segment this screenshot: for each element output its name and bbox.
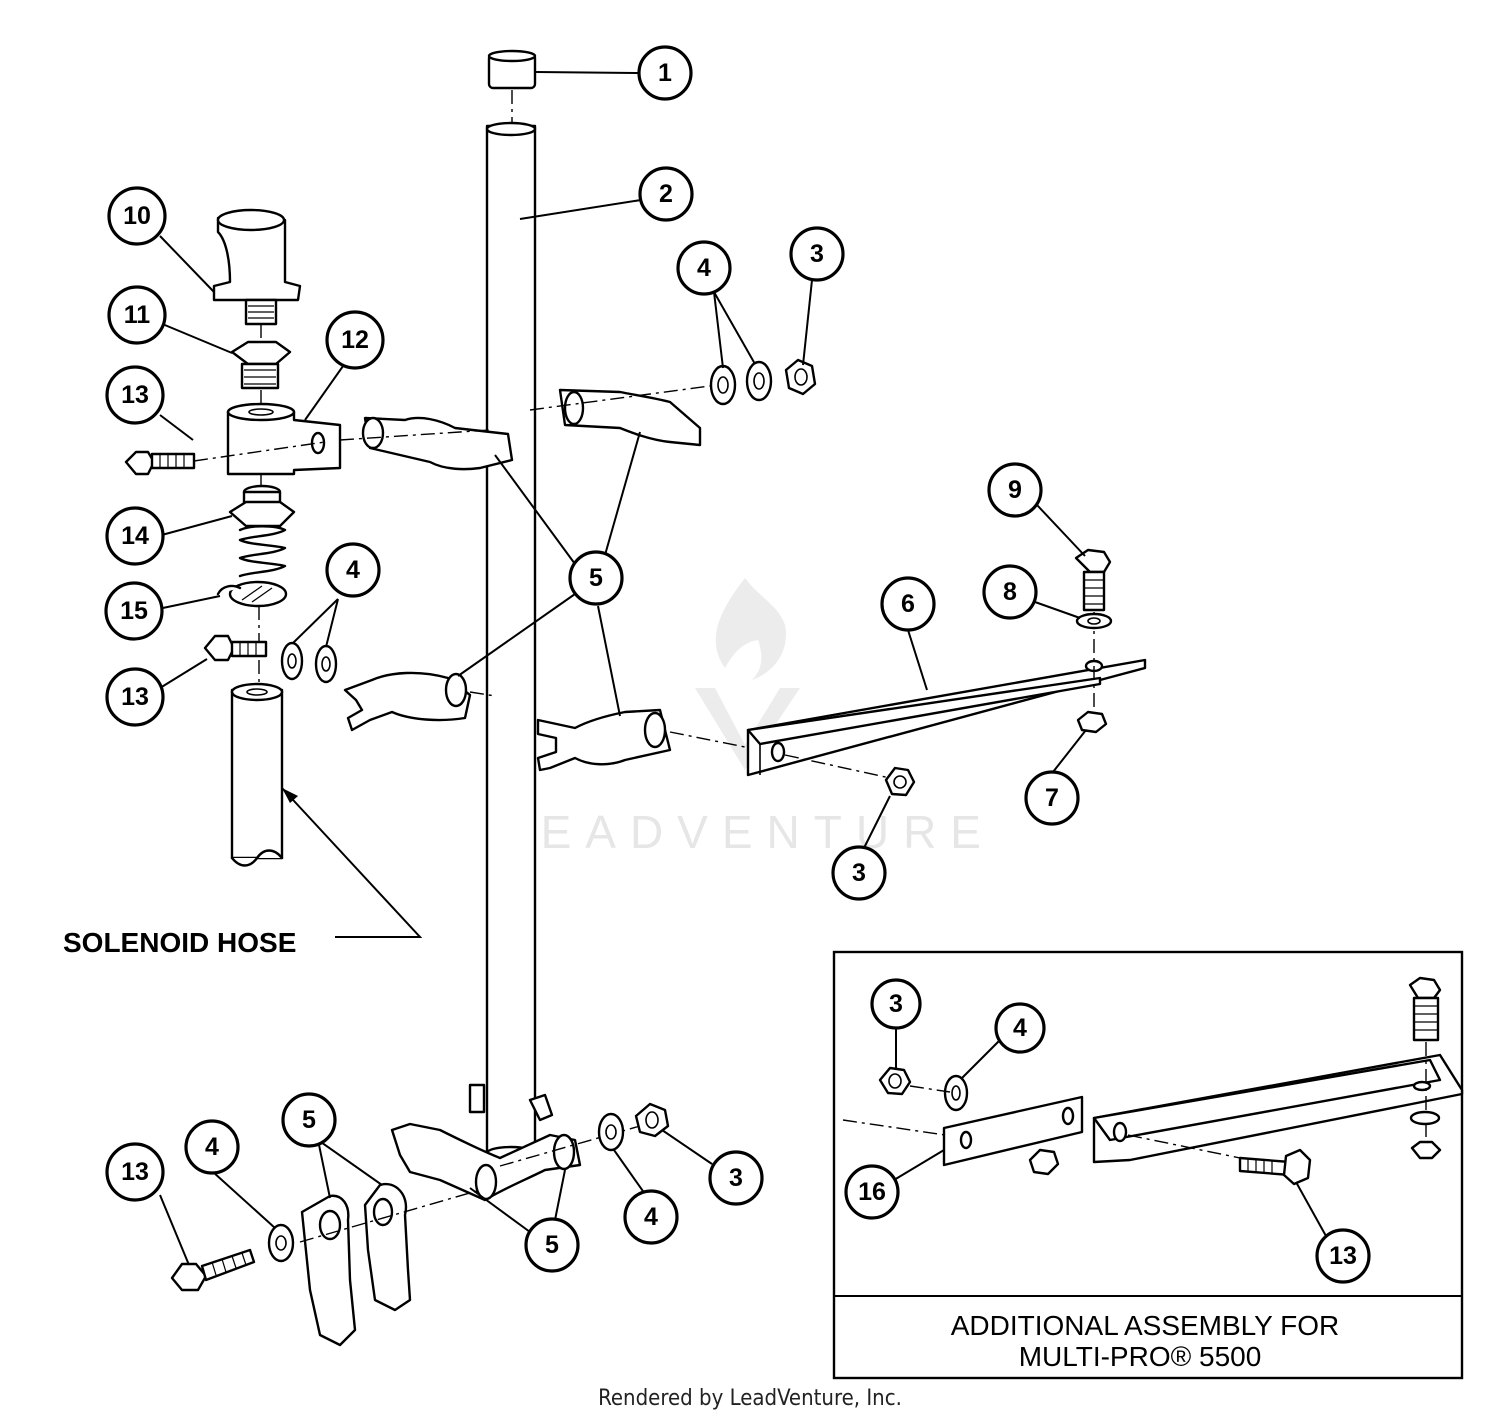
watermark-v-icon <box>695 688 800 770</box>
callout-11: 11 <box>107 285 167 345</box>
svg-text:1: 1 <box>658 59 672 87</box>
callout-13-bottom: 13 <box>105 1142 165 1202</box>
svg-text:13: 13 <box>121 1158 149 1186</box>
callout-4-bottom-left: 4 <box>184 1119 240 1175</box>
svg-text:12: 12 <box>341 326 369 354</box>
svg-text:3: 3 <box>889 990 903 1018</box>
svg-text:5: 5 <box>302 1106 316 1134</box>
svg-text:4: 4 <box>644 1203 658 1231</box>
svg-text:8: 8 <box>1003 578 1017 606</box>
svg-text:4: 4 <box>346 556 360 584</box>
leader-lines <box>157 71 1087 1266</box>
callout-13-upper: 13 <box>105 365 165 425</box>
svg-text:5: 5 <box>545 1231 559 1259</box>
footer-credit: Rendered by LeadVenture, Inc. <box>598 1386 902 1411</box>
callout-1: 1 <box>637 45 693 101</box>
mid-left-hardware <box>280 641 496 732</box>
callout-10: 10 <box>107 186 167 246</box>
svg-text:10: 10 <box>123 202 151 230</box>
callout-4-bottom-right: 4 <box>623 1189 679 1245</box>
bottom-assembly <box>170 1083 670 1347</box>
svg-text:3: 3 <box>729 1164 743 1192</box>
inset-caption-line1: ADDITIONAL ASSEMBLY FOR <box>951 1310 1339 1341</box>
callout-3-mid: 3 <box>831 845 887 901</box>
inset-caption-line2: MULTI-PRO® 5500 <box>1019 1341 1262 1372</box>
svg-text:4: 4 <box>205 1133 219 1161</box>
watermark-text: LEADVENTURE <box>501 806 995 858</box>
mid-right-clamp-and-bar <box>536 548 1147 797</box>
callout-9: 9 <box>987 462 1043 518</box>
upper-hardware <box>709 358 817 406</box>
callout-4-mid: 4 <box>325 542 381 598</box>
svg-text:7: 7 <box>1045 784 1059 812</box>
inset-box: 3 4 16 13 ADDITIONAL ASSEMBLY FOR MULTI-… <box>832 950 1464 1380</box>
solenoid-hose-label: SOLENOID HOSE <box>63 927 296 958</box>
callout-5-mid: 5 <box>568 550 624 606</box>
callout-13-mid: 13 <box>105 667 165 727</box>
svg-text:13: 13 <box>1329 1242 1357 1270</box>
svg-text:11: 11 <box>124 301 151 329</box>
inset-callout-4: 4 <box>994 1002 1046 1054</box>
watermark-flame-icon <box>715 578 786 680</box>
callout-5-bottom-left: 5 <box>281 1092 337 1148</box>
callout-15: 15 <box>104 581 164 641</box>
callout-2: 2 <box>638 166 694 222</box>
svg-text:2: 2 <box>659 180 673 208</box>
callout-14: 14 <box>105 506 165 566</box>
svg-text:16: 16 <box>858 1178 886 1206</box>
callout-3-bottom: 3 <box>708 1150 764 1206</box>
callout-12: 12 <box>325 310 385 370</box>
cap <box>487 49 537 122</box>
svg-text:5: 5 <box>589 564 603 592</box>
svg-text:13: 13 <box>121 381 149 409</box>
watermark: LEADVENTURE <box>501 578 995 858</box>
svg-text:9: 9 <box>1008 476 1022 504</box>
svg-text:15: 15 <box>120 597 148 625</box>
inset-callout-3: 3 <box>870 978 922 1030</box>
inset-callout-13: 13 <box>1315 1228 1371 1284</box>
solenoid-stack <box>124 208 342 867</box>
svg-text:3: 3 <box>852 859 866 887</box>
callout-7: 7 <box>1024 770 1080 826</box>
svg-text:3: 3 <box>810 240 824 268</box>
svg-text:14: 14 <box>121 522 149 550</box>
svg-text:4: 4 <box>1013 1014 1027 1042</box>
upper-clamps <box>339 385 711 471</box>
inset-callout-16: 16 <box>844 1164 900 1220</box>
svg-text:6: 6 <box>901 590 915 618</box>
svg-text:13: 13 <box>121 683 149 711</box>
callout-4-upper: 4 <box>676 240 732 296</box>
callout-8: 8 <box>982 564 1038 620</box>
callout-3-upper: 3 <box>789 226 845 282</box>
svg-text:4: 4 <box>697 254 711 282</box>
pole <box>485 121 537 1161</box>
callout-5-bottom-right: 5 <box>524 1217 580 1273</box>
callout-6: 6 <box>880 576 936 632</box>
callouts: 1 2 3 4 10 11 12 13 14 15 13 4 5 6 9 8 7… <box>104 45 1080 1273</box>
